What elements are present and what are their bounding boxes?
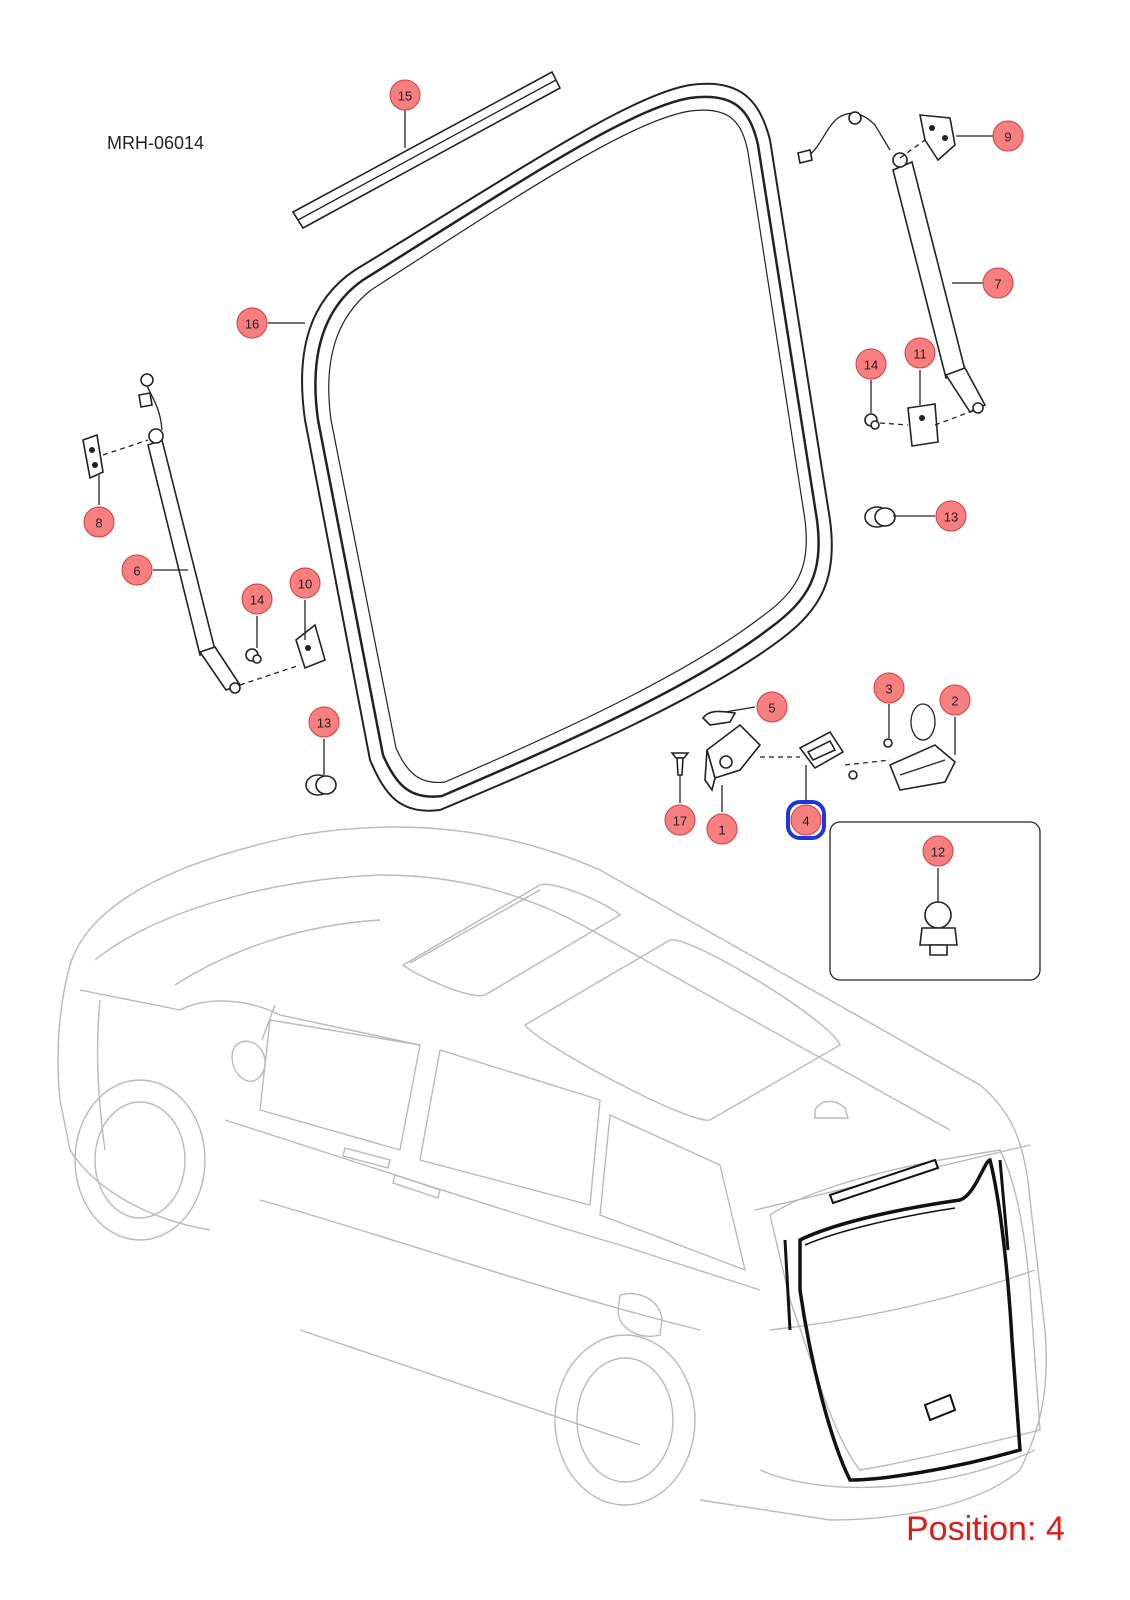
upper-clip-part	[864, 413, 880, 430]
callout-4: 4	[786, 800, 826, 840]
callout-circle	[308, 706, 340, 738]
upper-right-bracket-part	[899, 114, 956, 162]
callout-number: 13	[317, 716, 331, 731]
callout-5: 5	[756, 691, 788, 723]
cover-part	[701, 710, 737, 726]
callout-number: 5	[768, 701, 775, 716]
callout-3: 3	[873, 672, 905, 704]
callout-circle	[389, 79, 421, 111]
callout-13: 13	[308, 706, 340, 738]
callout-number: 10	[298, 577, 312, 592]
right-gas-strut-part	[797, 111, 987, 414]
callout-number: 12	[931, 845, 945, 860]
callout-circle	[873, 672, 905, 704]
callout-number: 17	[673, 814, 687, 829]
callout-12: 12	[922, 835, 954, 867]
callout-circle	[236, 307, 268, 339]
callout-circle	[790, 804, 822, 836]
callout-circle	[922, 835, 954, 867]
liftgate-seal-part	[301, 82, 833, 812]
lower-bumper-part	[305, 774, 337, 796]
callout-14: 14	[855, 348, 887, 380]
callout-circle	[706, 813, 738, 845]
left-lower-bracket-part	[239, 623, 326, 686]
callout-10: 10	[289, 567, 321, 599]
callout-number: 16	[245, 317, 259, 332]
callout-circle	[855, 348, 887, 380]
position-indicator: Position: 4	[906, 1510, 1065, 1548]
callout-8: 8	[83, 506, 115, 538]
left-gas-strut-part	[138, 373, 242, 694]
left-upper-bracket-part	[82, 433, 149, 480]
rear-sunroof	[523, 939, 841, 1121]
callout-circle	[241, 583, 273, 615]
handle-bracket-part	[798, 730, 845, 770]
callout-9: 9	[992, 120, 1024, 152]
leader-lines	[98, 108, 993, 902]
callout-1: 1	[706, 813, 738, 845]
vehicle-outline	[57, 826, 1047, 1521]
callout-number: 7	[994, 277, 1001, 292]
screw-part	[670, 752, 690, 776]
front-sunroof	[401, 883, 622, 997]
callout-highlight-frame	[786, 800, 826, 840]
callout-2: 2	[939, 684, 971, 716]
diagram-code: MRH-06014	[107, 133, 205, 153]
latch-housing-part	[704, 723, 800, 792]
callout-number: 15	[398, 89, 412, 104]
callout-11: 11	[904, 337, 936, 369]
callout-13: 13	[935, 500, 967, 532]
detail-box	[829, 821, 1041, 981]
callout-number: 13	[944, 510, 958, 525]
callout-circle	[756, 691, 788, 723]
callout-14: 14	[241, 583, 273, 615]
upper-bumper-part	[864, 506, 896, 528]
callout-circle	[83, 506, 115, 538]
nut-part	[844, 738, 893, 780]
callout-circle	[289, 567, 321, 599]
callout-circle	[939, 684, 971, 716]
rear-wheel	[554, 1334, 696, 1506]
roof-weatherstrip-part	[291, 70, 562, 230]
callout-17: 17	[664, 804, 696, 836]
callout-number: 6	[133, 564, 140, 579]
side-mirror	[231, 1040, 266, 1082]
lower-right-bracket-part	[879, 403, 976, 447]
callout-circle	[935, 500, 967, 532]
callout-circle	[904, 337, 936, 369]
callout-circle	[664, 804, 696, 836]
callout-16: 16	[236, 307, 268, 339]
lower-clip-part	[245, 648, 262, 664]
callout-number: 14	[250, 593, 264, 608]
callout-number: 2	[951, 694, 958, 709]
callout-number: 14	[864, 358, 878, 373]
callout-circle	[121, 554, 153, 586]
hatch-seal-highlight	[783, 1158, 1022, 1482]
callout-number: 11	[913, 347, 927, 362]
latch-assembly-part	[888, 703, 956, 791]
callout-number: 9	[1004, 130, 1011, 145]
callout-number: 8	[95, 516, 102, 531]
front-wheel	[74, 1079, 206, 1241]
callout-6: 6	[121, 554, 153, 586]
callout-number: 3	[885, 682, 892, 697]
callout-number: 1	[718, 823, 725, 838]
callout-circle	[992, 120, 1024, 152]
callout-15: 15	[389, 79, 421, 111]
callout-circle	[982, 267, 1014, 299]
callout-7: 7	[982, 267, 1014, 299]
callout-number: 4	[802, 814, 809, 829]
